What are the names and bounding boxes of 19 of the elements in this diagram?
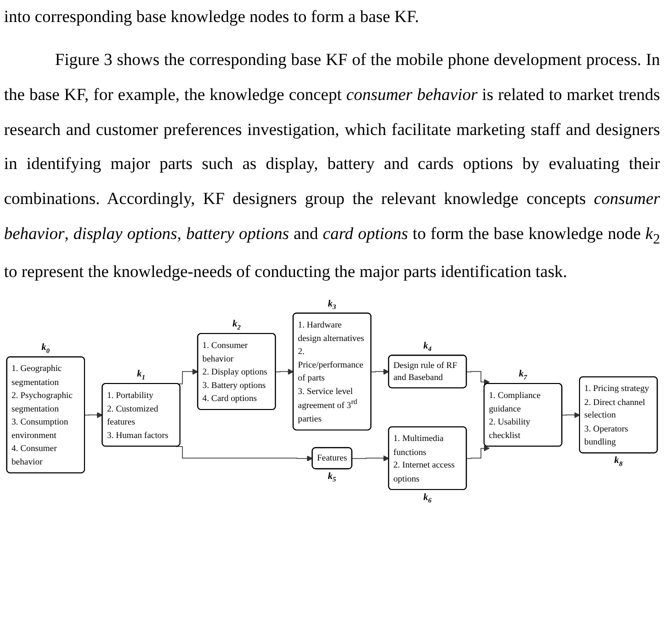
arrow [275,369,294,376]
arrow [352,456,390,462]
body-paragraph: into corresponding base knowledge nodes to form a base KF. [4,6,420,28]
node-tag: k$_{8}$ [614,455,622,468]
node-tag: k$_{7}$ [518,369,528,382]
node-tag: k$_{6}$ [423,492,432,505]
arrow [562,412,580,418]
node-tag: k$_{5}$ [328,471,336,484]
arrow [84,412,103,418]
arrow [466,371,490,386]
node-tag: k$_{4}$ [423,340,432,354]
arrow [176,446,313,462]
node-tag: k$_{3}$ [328,298,336,312]
node-tag: k$_{0}$ [42,342,50,356]
arrow [370,369,390,376]
body-paragraph: Figure 3 shows the corresponding base KF of the mobile phone development process. In the base KF, for example, the knowledge concept consumer behavior is related to market trends research and customer preferences investigation, which facilitate marketing staff and designers in identifying major parts such as display, battery and cards options by evaluating their combinations. Accordingly, KF designers group the relevant knowledge concepts consumer behavior, display options, battery options and card options to form the base knowledge node k$_{2}$ to represent the knowledge-needs of conducting the major parts identification task. [4,48,660,283]
node-tag: k$_{2}$ [232,319,241,332]
node-tag: k$_{1}$ [136,369,146,382]
arrow [466,446,490,460]
